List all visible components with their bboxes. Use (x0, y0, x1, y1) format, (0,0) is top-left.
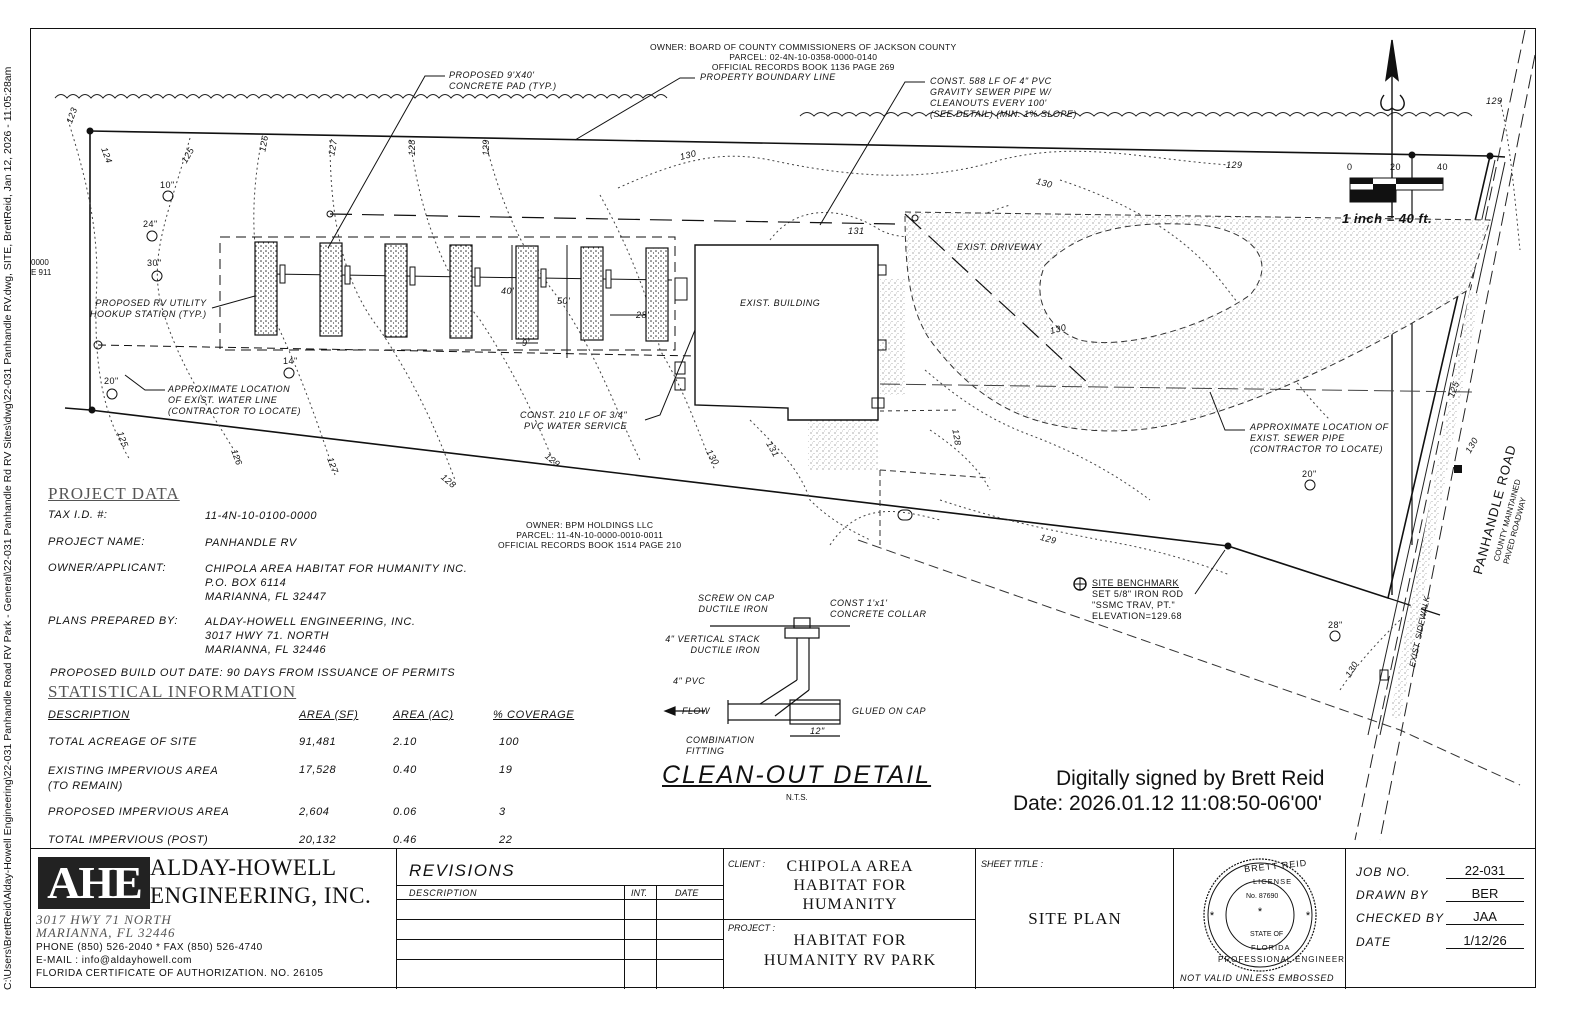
contours (67, 99, 1521, 691)
revisions-block: REVISIONS DESCRIPTION INT. DATE (397, 849, 724, 989)
sheet-frame (30, 28, 1536, 988)
sidewalk-hatch (1390, 290, 1480, 720)
project-data-heading: PROJECT DATA (48, 484, 180, 503)
company-name-2: ENGINEERING, INC. (150, 883, 372, 908)
proposed-sewer-line (329, 213, 896, 225)
existing-driveway (904, 211, 1491, 432)
stats-col-area-ac: AREA (AC) (393, 709, 454, 721)
seal-profession: PROFESSIONAL ENGINEER (1218, 955, 1345, 964)
pd-label-tax: TAX I.D. #: (48, 509, 108, 521)
client-label: CLIENT : (728, 859, 766, 869)
svg-text:*: * (1306, 910, 1311, 922)
revisions-title: REVISIONS (409, 861, 516, 880)
rv-area-boundary (219, 236, 676, 351)
company-contact: PHONE (850) 526-2040 * FAX (850) 526-474… (36, 942, 324, 979)
dim-50: 50' (557, 296, 571, 306)
boundary-callout: PROPERTY BOUNDARY LINE (700, 72, 836, 82)
driveway-label: EXIST. DRIVEWAY (957, 242, 1042, 252)
build-out-date: PROPOSED BUILD OUT DATE: 90 DAYS FROM IS… (50, 667, 456, 679)
water-service-callout: CONST. 210 LF OF 3/4"PVC WATER SERVICE (520, 410, 628, 431)
pd-label-prepared: PLANS PREPARED BY: (48, 615, 179, 627)
overhead-electric-line (857, 539, 1521, 786)
existing-water-line (97, 344, 696, 357)
existing-sewer-pipe (879, 383, 1476, 393)
engineer-seal-block: * * * BRETT REID LICENSE No. 87690 STATE… (1174, 849, 1346, 989)
trees (106, 190, 1341, 642)
existing-building (694, 244, 879, 421)
company-block: AHE ALDAY-HOWELL ENGINEERING, INC. 3017 … (30, 849, 397, 989)
signature-line-1: Digitally signed by Brett Reid (1056, 767, 1325, 790)
scale-tick-20: 20 (1390, 162, 1402, 172)
building-label: EXIST. BUILDING (740, 298, 821, 308)
stats-heading: STATISTICAL INFORMATION (48, 682, 297, 701)
stats-col-coverage: % COVERAGE (493, 709, 575, 721)
pd-value-prepared: ALDAY-HOWELL ENGINEERING, INC.3017 HWY 7… (205, 616, 416, 656)
cleanout-flow-label: FLOW (682, 706, 710, 716)
cleanout-pvc-label: 4" PVC (673, 676, 706, 686)
tree-line-north (54, 94, 668, 99)
dim-9: 9' (522, 338, 530, 348)
scale-tick-0: 0 (1347, 162, 1353, 172)
cleanout-dim-label: 12" (810, 726, 825, 736)
north-owner-info: OWNER: BOARD OF COUNTY COMMISSIONERS OF … (650, 42, 957, 72)
pad-callout: PROPOSED 9'X40'CONCRETE PAD (TYP.) (449, 70, 557, 91)
rev-col-int: INT. (631, 888, 648, 898)
scale-bar (1349, 177, 1444, 203)
svg-text:*: * (1210, 910, 1215, 922)
rev-col-date: DATE (675, 888, 699, 898)
pd-label-owner: OWNER/APPLICANT: (48, 562, 167, 574)
dim-40: 40' (501, 286, 515, 296)
seal-license: LICENSE (1253, 877, 1293, 886)
scale-text: 1 inch = 40 ft. (1342, 211, 1433, 226)
cleanout-title: CLEAN-OUT DETAIL (662, 761, 932, 789)
cleanout-collar-label: CONST 1'x1'CONCRETE COLLAR (830, 598, 927, 619)
project-label: PROJECT : (728, 923, 776, 933)
cleanout-detail-drawing (663, 617, 850, 737)
pd-value-tax: 11-4N-10-0100-0000 (205, 510, 318, 522)
seal-florida: FLORIDA (1251, 943, 1291, 952)
stats-col-area-sf: AREA (SF) (299, 709, 359, 721)
signature-line-2: Date: 2026.01.12 11:08:50-06'00' (1013, 792, 1322, 815)
engineer-seal: * * * (1203, 858, 1317, 972)
pd-value-owner: CHIPOLA AREA HABITAT FOR HUMANITY INC.P.… (205, 563, 468, 603)
pd-label-project: PROJECT NAME: (48, 536, 146, 548)
title-block: AHE ALDAY-HOWELL ENGINEERING, INC. 3017 … (30, 848, 1536, 989)
company-logo: AHE (38, 857, 150, 909)
dim-28: 28' (636, 310, 650, 320)
seal-state: STATE OF (1250, 931, 1284, 938)
road-edge (1354, 29, 1526, 841)
north-arrow (1380, 39, 1405, 150)
pd-value-project: PANHANDLE RV (205, 537, 297, 549)
cleanout-nts: N.T.S. (786, 793, 808, 802)
scale-tick-40: 40 (1437, 162, 1449, 172)
seal-note: NOT VALID UNLESS EMBOSSED (1180, 973, 1335, 983)
sheet-title: SITE PLAN (1028, 909, 1122, 928)
company-name-1: ALDAY-HOWELL (150, 855, 337, 880)
svg-text:*: * (1258, 906, 1263, 918)
sheet-title-label: SHEET TITLE : (981, 859, 1044, 869)
tree-line-north-east (799, 112, 1473, 117)
cleanout-glued-label: GLUED ON CAP (852, 706, 927, 716)
sheet-title-block: SHEET TITLE : SITE PLAN (976, 849, 1174, 989)
seal-number: No. 87690 (1246, 893, 1279, 900)
concrete-pads (254, 241, 669, 342)
stats-col-description: DESCRIPTION (48, 709, 130, 721)
rev-col-description: DESCRIPTION (409, 888, 478, 898)
